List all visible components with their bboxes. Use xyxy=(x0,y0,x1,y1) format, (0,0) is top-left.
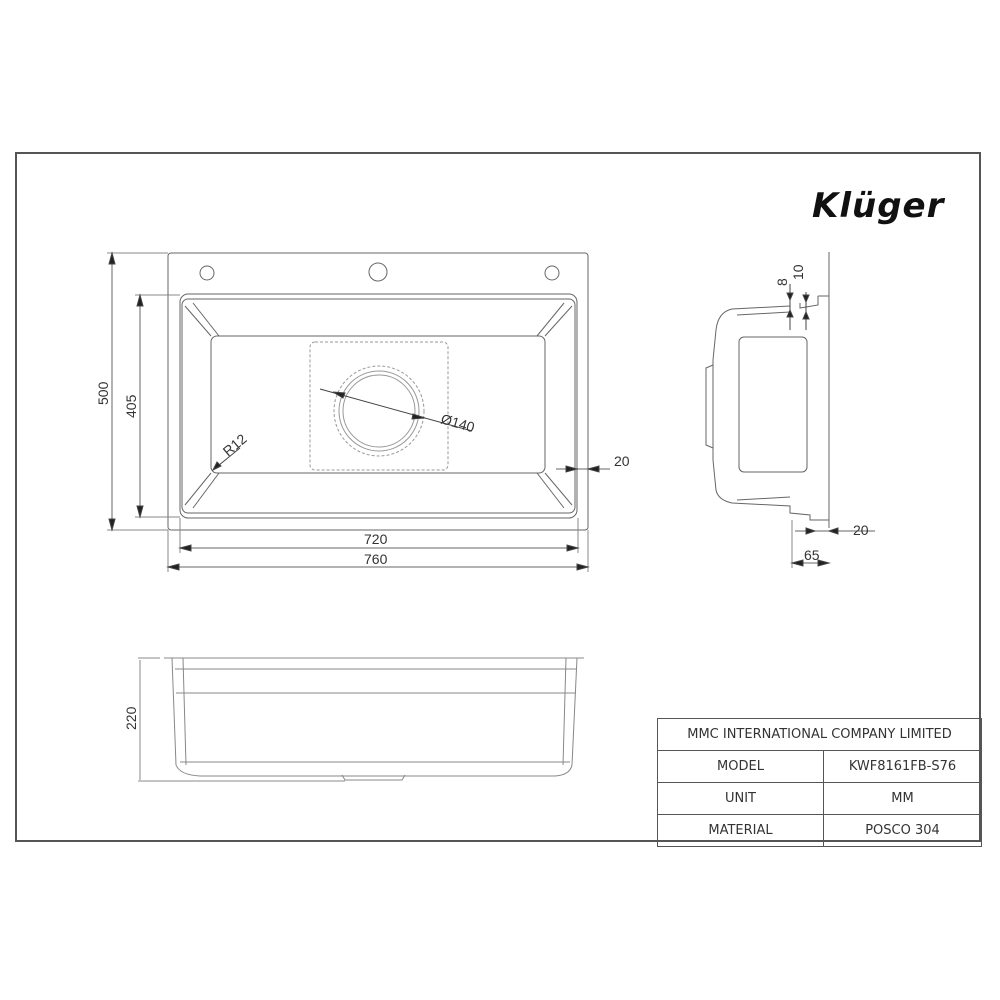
drawing-frame xyxy=(15,152,981,842)
company-name: MMC INTERNATIONAL COMPANY LIMITED xyxy=(657,718,982,751)
model-value: KWF8161FB-S76 xyxy=(823,750,982,783)
dim-8-label: 8 xyxy=(774,278,790,286)
model-label: MODEL xyxy=(657,750,824,783)
brand-logo: Klüger xyxy=(812,186,945,226)
title-block-company-row: MMC INTERNATIONAL COMPANY LIMITED xyxy=(657,718,982,751)
title-block-row: MODEL KWF8161FB-S76 xyxy=(657,750,982,783)
title-block-table: MMC INTERNATIONAL COMPANY LIMITED MODEL … xyxy=(657,718,982,847)
dim-10-label: 10 xyxy=(790,264,806,280)
dim-500-label: 500 xyxy=(95,381,111,405)
dim-65-label: 65 xyxy=(804,547,820,563)
dim-720-label: 720 xyxy=(364,531,388,547)
dim-405-label: 405 xyxy=(123,394,139,418)
dim-rim-offset-label: 20 xyxy=(614,453,630,469)
material-value: POSCO 304 xyxy=(823,814,982,847)
dim-760-label: 760 xyxy=(364,551,388,567)
dim-220-label: 220 xyxy=(123,706,139,730)
unit-value: MM xyxy=(823,782,982,815)
unit-label: UNIT xyxy=(657,782,824,815)
dim-flange-label: 20 xyxy=(853,522,869,538)
material-label: MATERIAL xyxy=(657,814,824,847)
title-block-row: UNIT MM xyxy=(657,782,982,815)
title-block-row: MATERIAL POSCO 304 xyxy=(657,814,982,847)
